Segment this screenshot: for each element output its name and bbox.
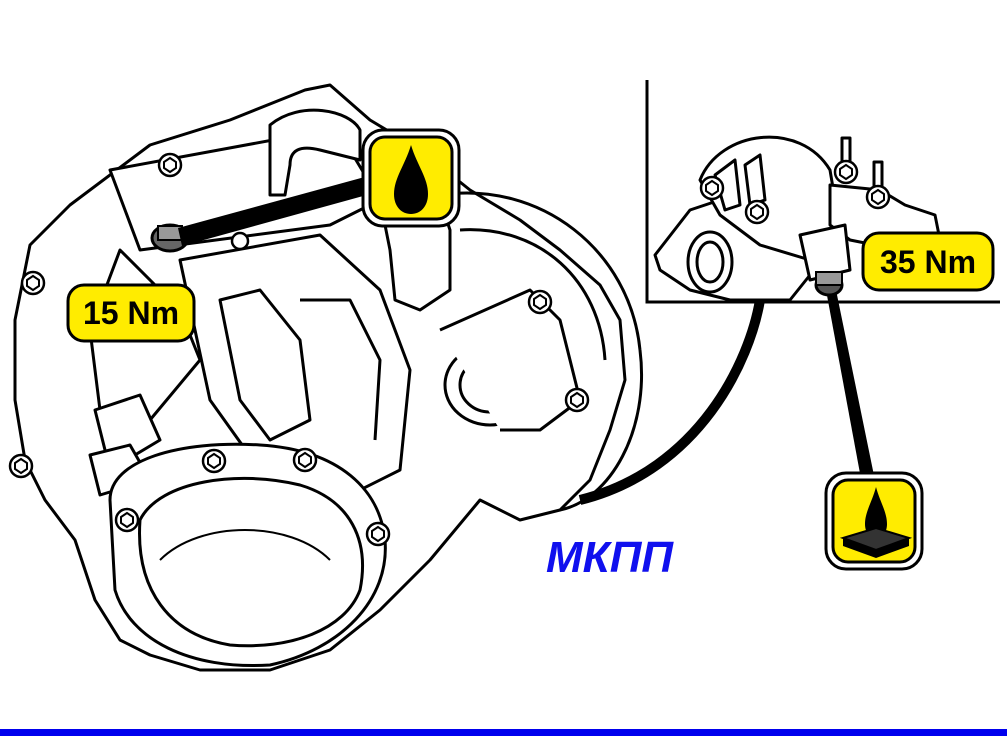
oil-drop-icon: [361, 128, 461, 228]
gearbox-illustration: [13, 83, 643, 672]
fill-plug-torque-badge: 15 Nm: [66, 283, 196, 343]
fill-plug-torque-label: 15 Nm: [83, 295, 179, 331]
page-title: МКПП: [546, 533, 674, 582]
bottom-divider: [0, 729, 1007, 736]
drain-plug-inset: [645, 80, 1000, 304]
oil-drain-pan-icon: [824, 471, 924, 571]
drain-plug-torque-badge: 35 Nm: [861, 231, 995, 292]
fill-plug-leader: [178, 175, 374, 246]
drain-plug-leader: [826, 290, 878, 495]
drain-plug-torque-label: 35 Nm: [880, 244, 976, 280]
inset-connector: [578, 299, 765, 505]
